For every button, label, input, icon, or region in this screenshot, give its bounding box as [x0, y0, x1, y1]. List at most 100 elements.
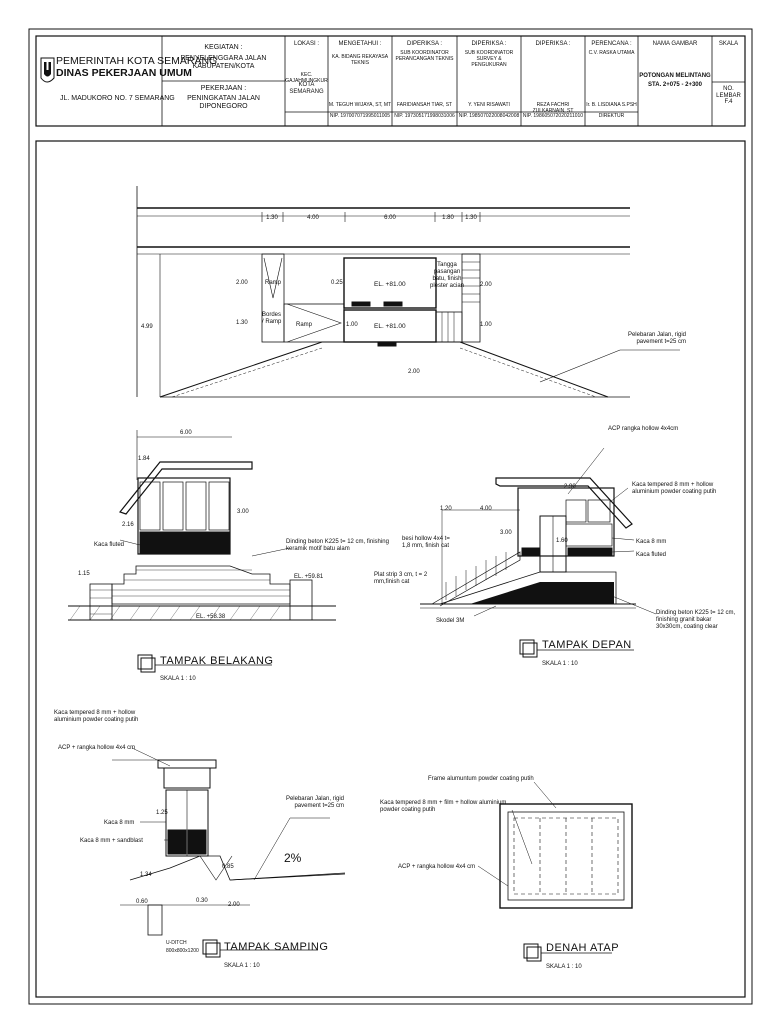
dinding-note-depan: Dinding beton K225 t= 12 cm, finishing g… — [656, 610, 736, 630]
diperiksa2-label: DIPERIKSA : — [471, 41, 507, 47]
dim-left-200: 2.00 — [236, 280, 248, 286]
frame-note-atap: Frame alumuntum powder coating putih — [428, 776, 534, 782]
diperiksa3-nip: NIP. 198605072020211010 — [522, 113, 584, 119]
city-emblem-logo — [40, 57, 55, 83]
tangga-note: Tangga pasangan batu, finish plester aci… — [429, 262, 465, 289]
diperiksa2-nip: NIP. 198507022008042008 — [458, 113, 520, 119]
dim-left-130: 1.30 — [236, 320, 248, 326]
dim-184: 1.84 — [138, 456, 150, 462]
no-lembar-value: F.4 — [724, 99, 733, 105]
org-line2: DINAS PEKERJAAN UMUM — [56, 67, 192, 79]
pekerjaan-value: PENINGKATAN JALAN DIPONEGORO — [187, 95, 260, 111]
diperiksa1-label: DIPERIKSA : — [406, 41, 442, 47]
acp-note-samping: ACP + rangka hollow 4x4 cm — [58, 745, 136, 751]
besi-note: besi hollow 4x4 t= 1,8 mm, finish cat — [402, 536, 450, 549]
roof-plan — [477, 781, 633, 962]
el-5838: EL. +58.38 — [196, 614, 226, 620]
dim-top-1: 1.30 — [266, 215, 278, 221]
mengetahui-nip: NIP. 197007071995011005 — [329, 113, 391, 119]
kaca-hollow-samping: Kaca tempered 8 mm + hollow aluminium po… — [54, 710, 139, 723]
dim-499: 4.99 — [141, 324, 153, 330]
nama-gambar-line2: STA. 2+075 - 2+300 — [648, 82, 702, 88]
title-block-grid — [161, 36, 745, 126]
mengetahui-role: KA. BIDANG REKAYASA TEKNIS — [331, 54, 389, 66]
dim-bottom-200: 2.00 — [408, 369, 420, 375]
dim-134: 1.34 — [140, 872, 152, 878]
dim-085: 0.85 — [222, 864, 234, 870]
acp-atap-note: ACP + rangka hollow 4x4 cm — [398, 864, 475, 870]
dim-400: 4.00 — [480, 506, 492, 512]
tampak-depan-scale: SKALA 1 : 10 — [542, 661, 578, 667]
tampak-belakang-scale: SKALA 1 : 10 — [160, 676, 196, 682]
no-lembar-label: NO. LEMBAR — [716, 86, 741, 99]
dim-060: 0.60 — [136, 899, 148, 905]
tampak-depan-title: TAMPAK DEPAN — [542, 639, 632, 651]
perencana-role: DIREKTUR — [598, 113, 625, 119]
diperiksa3-name: REZA FACHRI ZULKARNAIN, ST — [532, 102, 574, 114]
acp-note-depan: ACP rangka hollow 4x4cm — [608, 426, 679, 432]
dim-mid-100: 1.00 — [346, 322, 358, 328]
side-elevation — [112, 747, 346, 958]
tampak-samping-scale: SKALA 1 : 10 — [224, 963, 260, 969]
dim-top-5: 1.30 — [465, 215, 477, 221]
dim-top-4: 1.80 — [442, 215, 454, 221]
plan-view — [136, 186, 680, 398]
dim-125: 1.25 — [156, 810, 168, 816]
dim-right-100: 1.00 — [480, 322, 492, 328]
ramp-label: Ramp — [265, 280, 282, 286]
lokasi-value: KOTA SEMARANG — [289, 82, 324, 95]
diperiksa1-nip: NIP. 197305171998031006 — [394, 113, 455, 119]
kegiatan-value: PENYELENGGARA JALAN KABUPATEN/KOTA — [180, 55, 267, 71]
slope-label: 2% — [284, 851, 302, 865]
plat-note: Plat strip 3 cm, t = 2 mm,finish cat — [374, 572, 428, 585]
title-block-frame — [35, 35, 746, 127]
kaca-hollow-depan: Kaca tempered 8 mm + hollow aluminium po… — [632, 482, 717, 495]
dim-top-3: 6.00 — [384, 215, 396, 221]
diperiksa3-label: DIPERIKSA : — [535, 41, 571, 47]
dim-030: 0.30 — [196, 898, 208, 904]
org-address: JL. MADUKORO NO. 7 SEMARANG — [60, 95, 175, 102]
diperiksa2-name: Y. YENI RISAWATI — [468, 102, 510, 108]
pekerjaan-label: PEKERJAAN : — [200, 85, 247, 92]
dinding-note-belakang: Dinding beton K225 t= 12 cm, finishing k… — [286, 539, 389, 552]
org-line1: PEMERINTAH KOTA SEMARANG — [56, 55, 218, 67]
el-lower: EL. +81.00 — [374, 323, 406, 330]
denah-atap-scale: SKALA 1 : 10 — [546, 964, 582, 970]
lokasi-label: LOKASI : — [293, 41, 319, 47]
dim-top-2: 4.00 — [307, 215, 319, 221]
nama-gambar-line1: POTONGAN MELINTANG — [639, 73, 711, 79]
pelebaran-note-samping: Pelebaran Jalan, rigid pavement t=25 cm — [285, 796, 344, 809]
dim-025: 0.25 — [331, 280, 343, 286]
rear-elevation — [68, 430, 336, 673]
kaca-8mm-samping: Kaca 8 mm — [104, 820, 134, 826]
tampak-belakang-title: TAMPAK BELAKANG — [160, 655, 273, 667]
perencana-name: Ir. B. LISDIANA S.PSH — [586, 102, 637, 108]
kaca-fluted-label: Kaca fluted — [94, 542, 124, 548]
kaca-sandblast: Kaca 8 mm + sandblast — [80, 838, 143, 844]
diperiksa1-name: FARIDIANSAH TIAR, ST — [396, 102, 453, 108]
dim-115: 1.15 — [78, 571, 90, 577]
mengetahui-label: MENGETAHUI : — [338, 41, 382, 47]
outer-border — [28, 28, 753, 1005]
diperiksa1-role: SUB KOORDINATOR PERANCANGAN TEKNIS — [395, 50, 454, 62]
dim-600: 6.00 — [180, 430, 192, 436]
skodel-label: Skodel 3M — [436, 618, 464, 624]
skala-label: SKALA — [718, 41, 739, 47]
ramp2-label: Ramp — [296, 322, 313, 328]
drawing-frame — [35, 140, 746, 998]
dim-290: 2.90 — [564, 484, 576, 490]
dim-300: 3.00 — [237, 509, 249, 515]
el-upper: EL. +81.00 — [374, 281, 406, 288]
pelebaran-note-plan: Pelebaran Jalan, rigid pavement t=25 cm — [627, 332, 686, 345]
tampak-samping-title: TAMPAK SAMPING — [224, 941, 328, 953]
front-elevation — [420, 447, 657, 658]
dim-160: 1.60 — [556, 538, 568, 544]
kaca-8mm-depan: Kaca 8 mm — [636, 539, 666, 545]
dim-300-depan: 3.00 — [500, 530, 512, 536]
kaca-note-atap: Kaca tempered 8 mm + film + hollow alumi… — [380, 800, 507, 813]
diperiksa2-role: SUB KOORDINATOR SURVEY & PENGUKURAN — [464, 50, 514, 68]
uditch-size: 800x800x1200 — [166, 948, 199, 954]
bordes-label: Bordes / Ramp — [262, 312, 282, 325]
